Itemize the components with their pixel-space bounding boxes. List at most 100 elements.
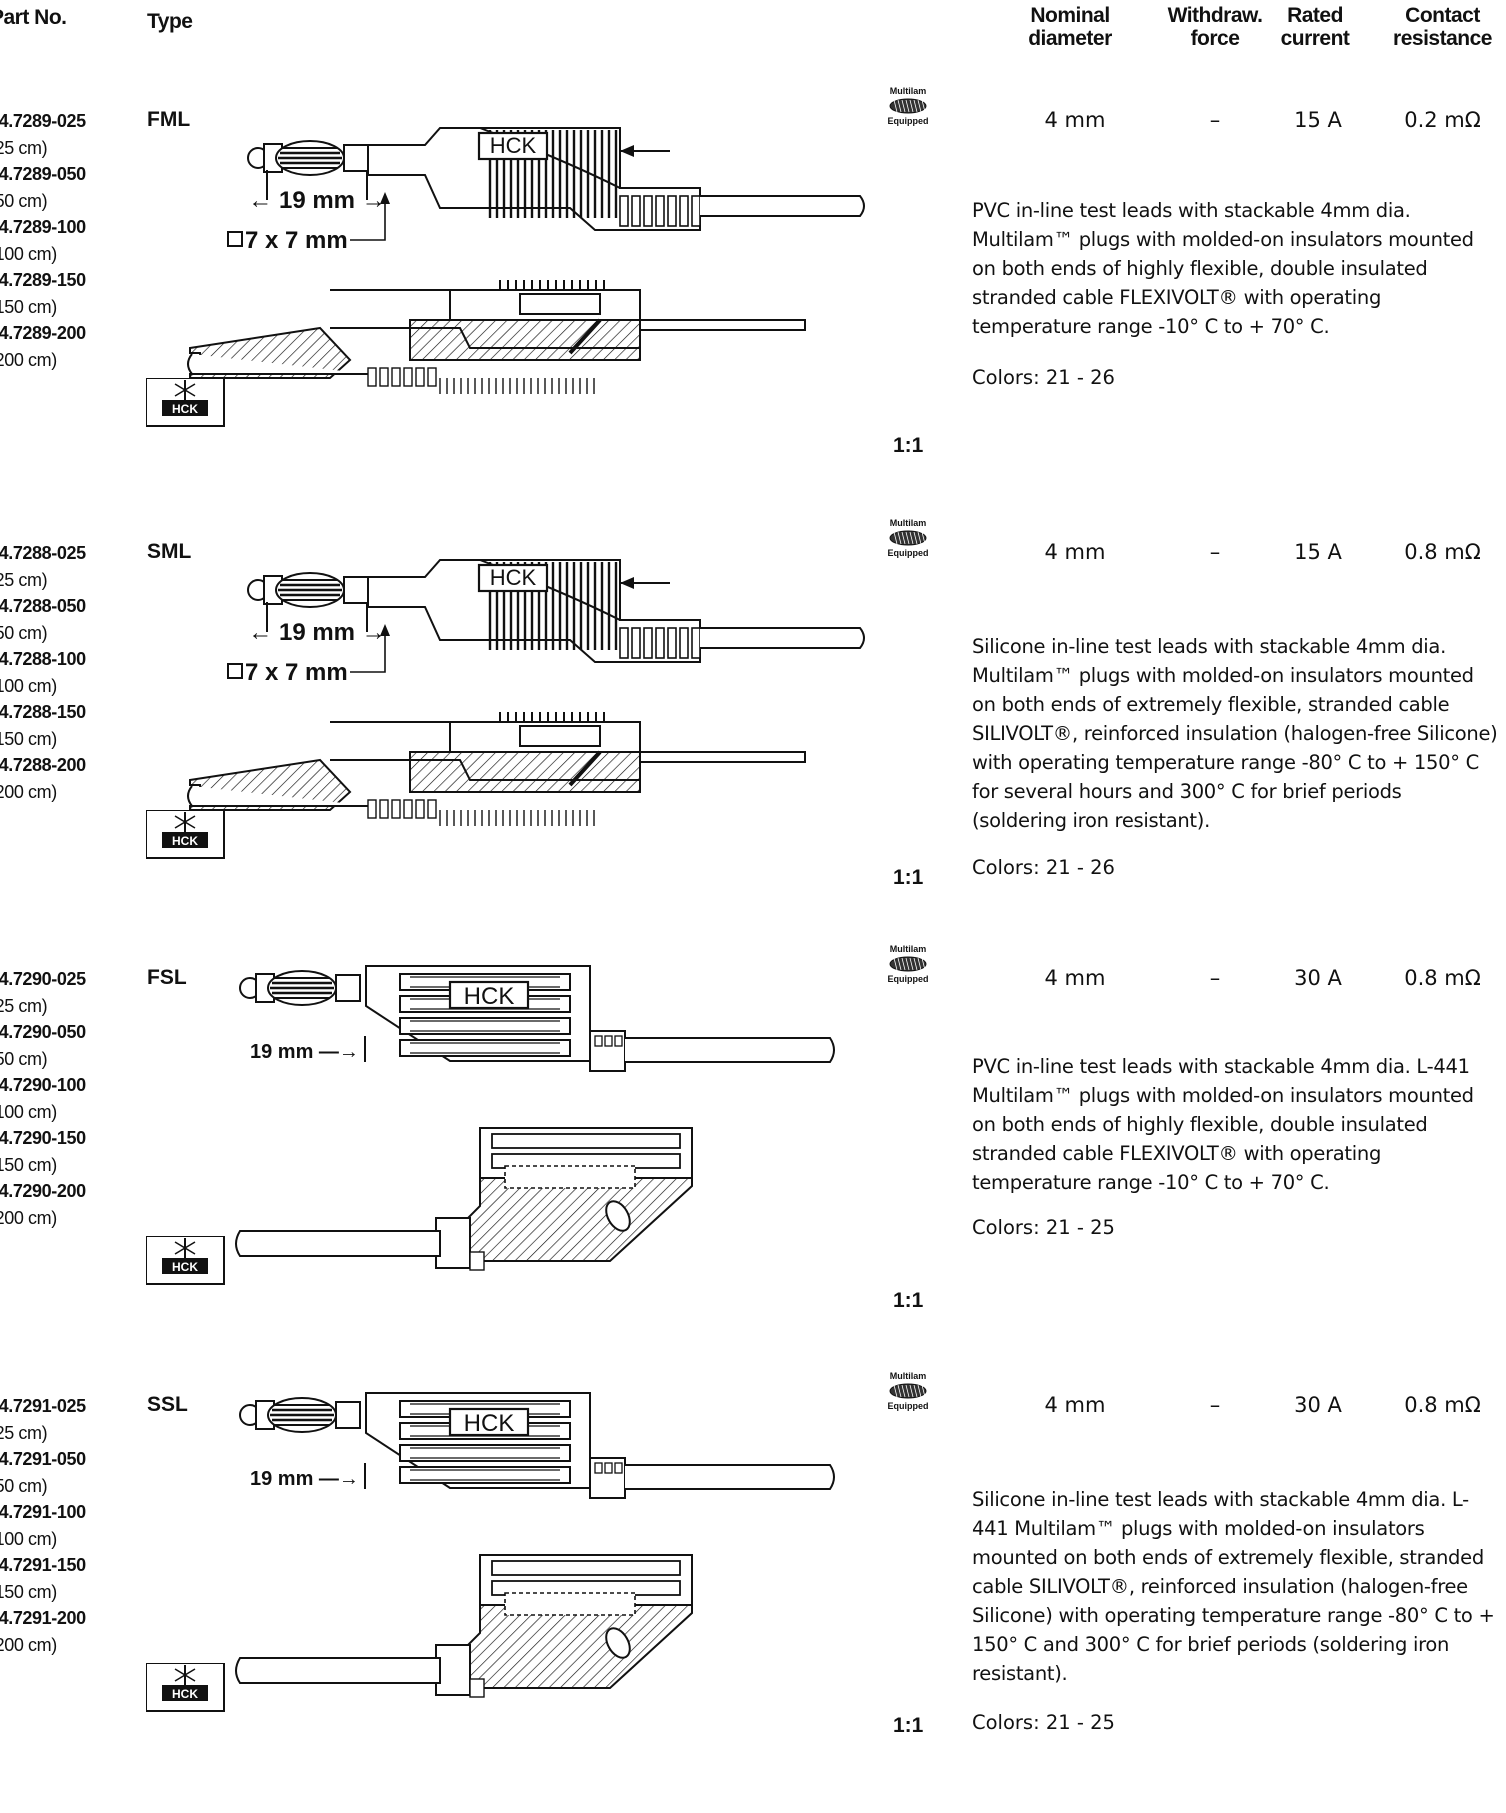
product-row-sml: 64.7288-025(25 cm)64.7288-050(50 cm)64.7… [0, 518, 1506, 960]
part-number: 64.7288-200 [0, 755, 86, 775]
header-withdraw-line2: force [1190, 27, 1240, 50]
header-withdraw-line1: Withdraw. [1167, 4, 1263, 27]
part-number: 64.7291-150 [0, 1555, 86, 1575]
bottom-plug-assembly [235, 1554, 693, 1698]
svg-text:HCK: HCK [172, 834, 198, 848]
part-length: (200 cm) [0, 349, 57, 370]
svg-text:Equipped: Equipped [888, 974, 929, 984]
part-length: (50 cm) [0, 190, 48, 211]
part-length: (150 cm) [0, 728, 57, 749]
part-number: 64.7291-050 [0, 1449, 86, 1469]
part-length: (50 cm) [0, 622, 48, 643]
part-length: (50 cm) [0, 1475, 48, 1496]
part-number: 64.7290-100 [0, 1075, 86, 1095]
spec-withdraw-force: – [1209, 108, 1221, 132]
part-length: (150 cm) [0, 1581, 57, 1602]
product-row-fml: 64.7289-025(25 cm)64.7289-050(50 cm)64.7… [0, 86, 1506, 528]
spec-contact-resistance: 0.8 mΩ [1404, 966, 1481, 990]
hck-plug-label: HCK [464, 983, 515, 1010]
product-type: SSL [147, 1393, 188, 1416]
part-number: 64.7289-150 [0, 270, 86, 290]
spec-diameter: 4 mm [1044, 108, 1106, 132]
part-number-list: 64.7289-025(25 cm)64.7289-050(50 cm)64.7… [0, 108, 119, 373]
svg-text:Equipped: Equipped [888, 116, 929, 126]
product-type: FML [147, 108, 191, 131]
dim-19mm-label: ← 19 mm → [248, 187, 385, 214]
hck-logo-icon: HCK [146, 378, 225, 427]
top-plug-assembly: HCK← 19 mm →7 x 7 mm [227, 559, 865, 686]
bottom-plug-assembly [187, 712, 806, 826]
part-number: 64.7291-025 [0, 1396, 86, 1416]
part-number-list: 64.7290-025(25 cm)64.7290-050(50 cm)64.7… [0, 966, 119, 1231]
part-number: 64.7288-025 [0, 543, 86, 563]
product-colors: Colors: 21 - 25 [972, 1711, 1115, 1734]
svg-text:Equipped: Equipped [888, 1401, 929, 1411]
spec-rated-current: 30 A [1294, 966, 1342, 990]
spec-diameter: 4 mm [1044, 540, 1106, 564]
part-number: 64.7291-200 [0, 1608, 86, 1628]
svg-text:Multilam: Multilam [890, 944, 927, 954]
svg-text:Multilam: Multilam [890, 86, 927, 96]
product-description: PVC in-line test leads with stackable 4m… [972, 1055, 1474, 1194]
spec-withdraw-force: – [1209, 1393, 1221, 1417]
bottom-plug-assembly [187, 280, 806, 394]
hck-logo-icon: HCK [146, 1236, 225, 1285]
spec-diameter: 4 mm [1044, 1393, 1106, 1417]
product-type: SML [147, 540, 192, 563]
top-plug-assembly: HCK← 19 mm →7 x 7 mm [227, 127, 865, 254]
product-colors: Colors: 21 - 26 [972, 856, 1115, 879]
product-colors: Colors: 21 - 25 [972, 1216, 1115, 1239]
hck-plug-label: HCK [490, 133, 537, 158]
svg-text:Multilam: Multilam [890, 1371, 927, 1381]
hck-corner-logo: HCK [146, 378, 225, 427]
drawing-scale: 1:1 [893, 1289, 924, 1312]
part-number: 64.7288-050 [0, 596, 86, 616]
product-description: PVC in-line test leads with stackable 4m… [972, 199, 1474, 338]
part-number-list: 64.7291-025 (25 cm) 64.7291-050 (50 cm) 64.7… [0, 1393, 119, 1658]
spec-contact-resistance: 0.2 mΩ [1404, 108, 1481, 132]
part-number: 64.7290-200 [0, 1181, 86, 1201]
part-number: 64.7290-025 [0, 969, 86, 989]
header-contact-line2: resistance [1393, 27, 1492, 50]
svg-text:Multilam: Multilam [890, 518, 927, 528]
part-number: 64.7289-050 [0, 164, 86, 184]
svg-text:Equipped: Equipped [888, 548, 929, 558]
product-row-ssl: 64.7291-025 (25 cm) 64.7291-050 (50 cm) 64.7… [0, 1371, 1506, 1813]
product-description: Silicone in-line test leads with stackab… [972, 635, 1498, 832]
part-length: (100 cm) [0, 243, 57, 264]
header-contact-line1: Contact [1405, 4, 1480, 27]
part-number: 64.7288-150 [0, 702, 86, 722]
hck-corner-logo: HCK [146, 1663, 225, 1712]
dim-19mm-label: 19 mm —→ [250, 1468, 359, 1490]
part-length: (50 cm) [0, 1048, 48, 1069]
spec-rated-current: 30 A [1294, 1393, 1342, 1417]
drawing-scale: 1:1 [893, 1714, 924, 1737]
part-length: (25 cm) [0, 1422, 48, 1443]
part-length: (200 cm) [0, 781, 57, 802]
hck-plug-label: HCK [490, 565, 537, 590]
header-part-no: Part No. [0, 6, 67, 29]
drawing-scale: 1:1 [893, 434, 924, 457]
header-nominal-line1: Nominal [1030, 4, 1110, 27]
dim-7x7-label: 7 x 7 mm [245, 659, 348, 686]
part-length: (100 cm) [0, 675, 57, 696]
part-length: (25 cm) [0, 995, 48, 1016]
header-type: Type [147, 10, 193, 33]
header-contact-resistance: Contact resistance [1385, 4, 1500, 50]
spec-contact-resistance: 0.8 mΩ [1404, 540, 1481, 564]
part-length: (25 cm) [0, 137, 48, 158]
part-number: 64.7289-100 [0, 217, 86, 237]
product-type: FSL [147, 966, 187, 989]
spec-withdraw-force: – [1209, 966, 1221, 990]
header-rated-line1: Rated [1287, 4, 1343, 27]
